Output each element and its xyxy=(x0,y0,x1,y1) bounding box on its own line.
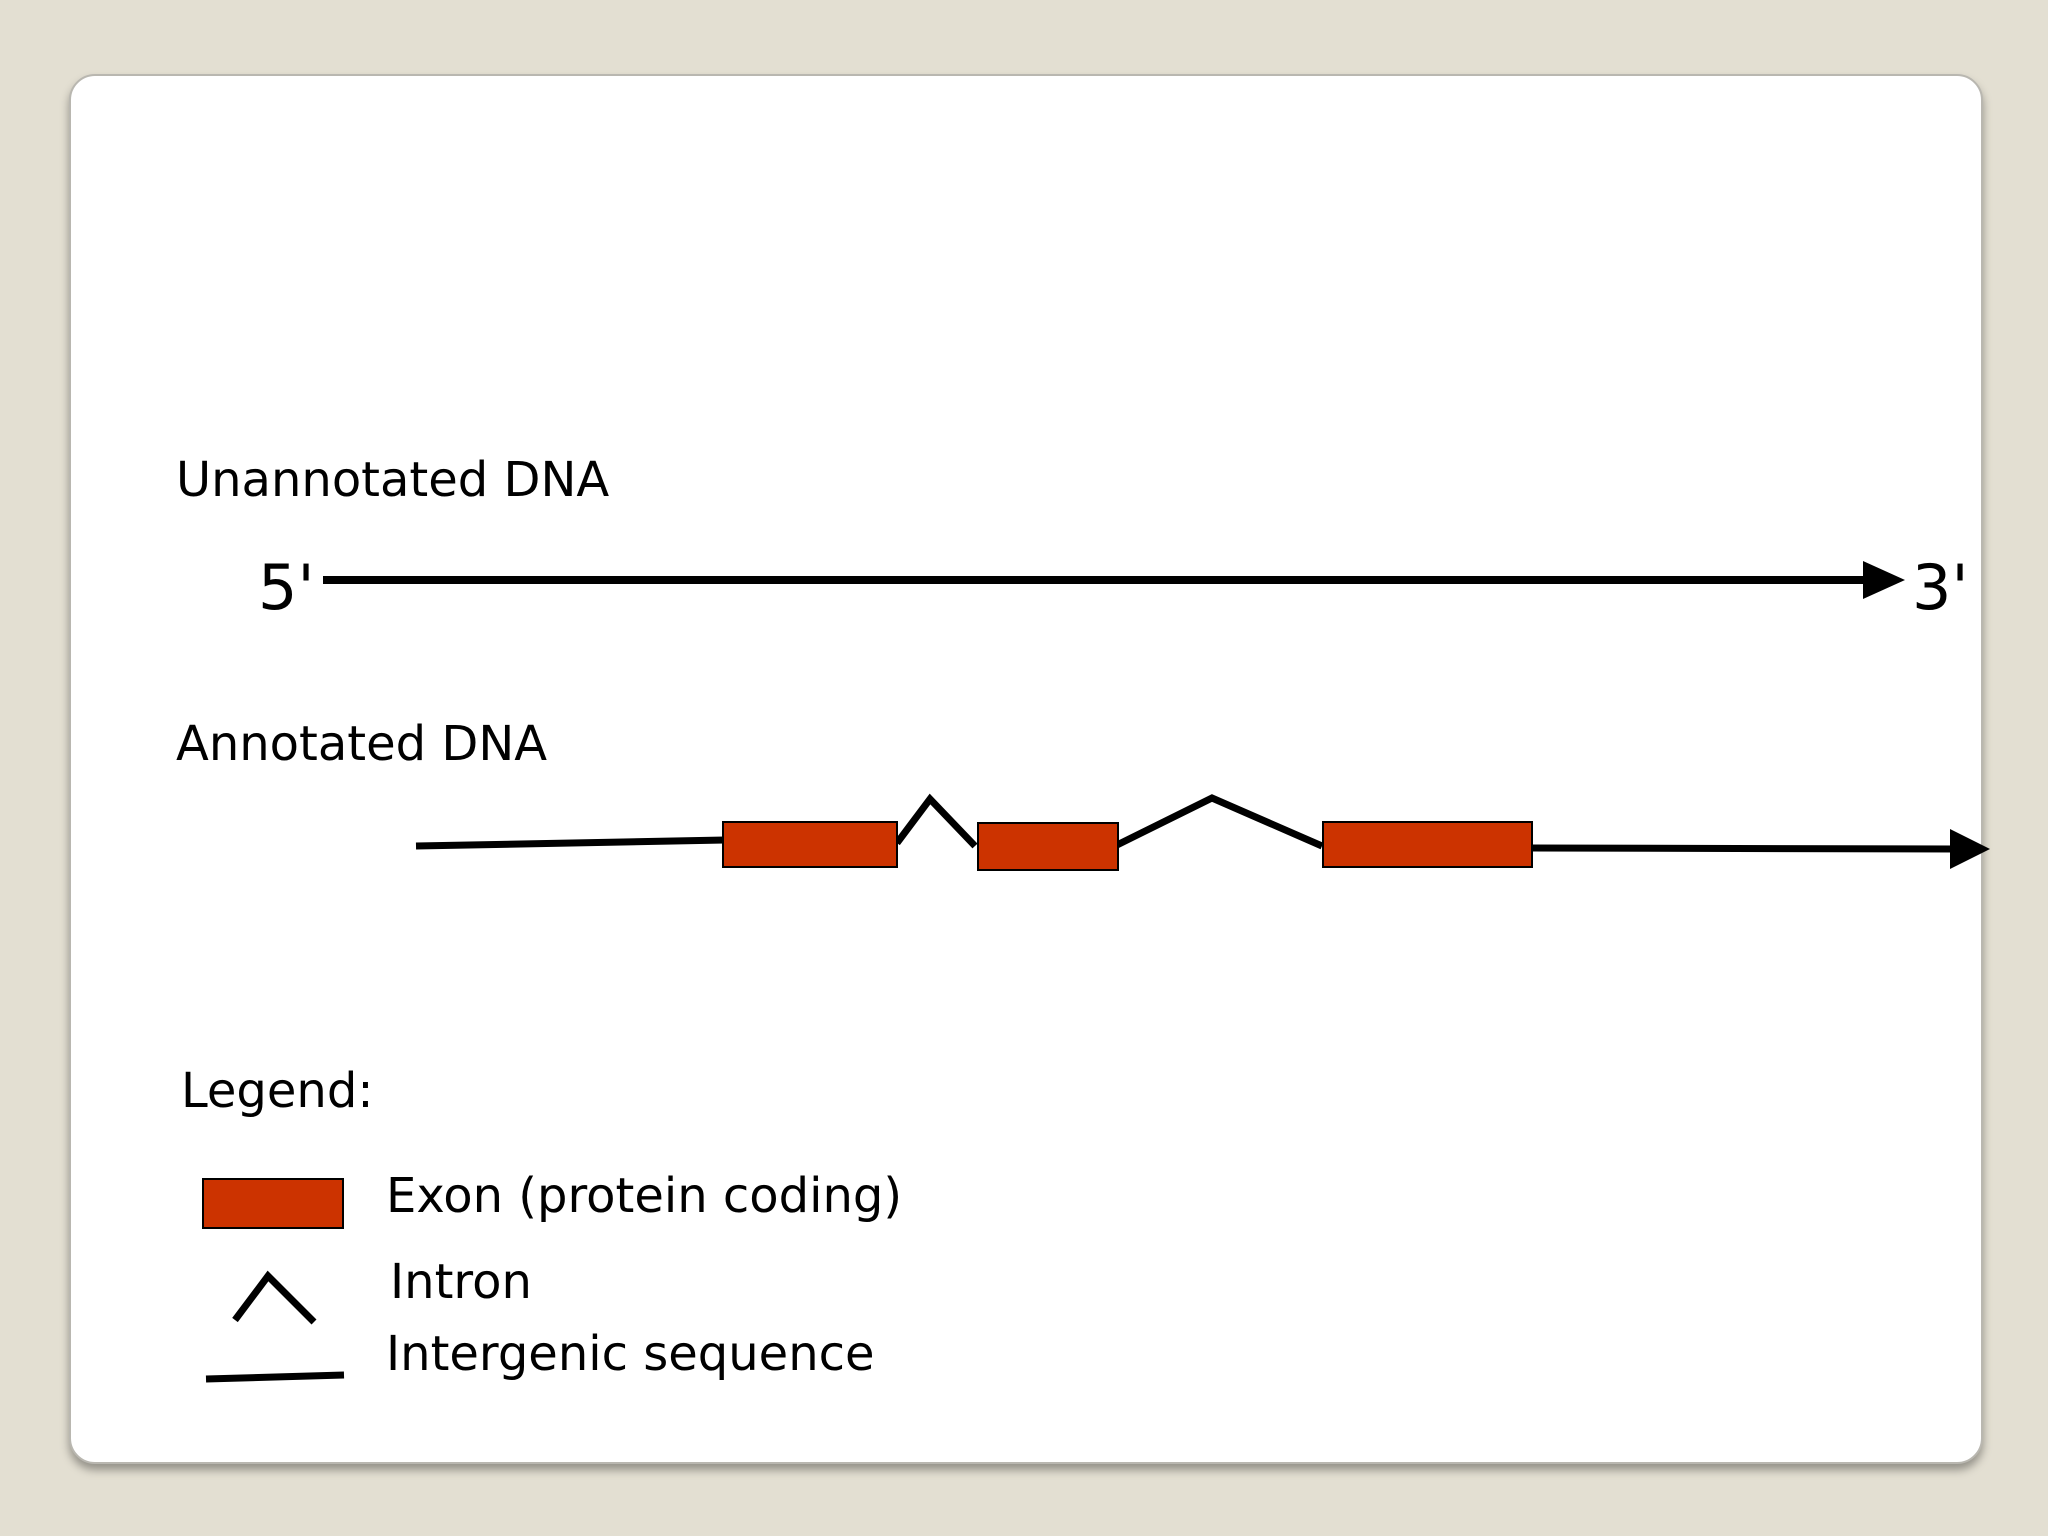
annotated-intron-1 xyxy=(894,793,978,849)
legend-item-intron: Intron xyxy=(390,1254,532,1310)
annotated-exon-2 xyxy=(977,822,1119,871)
legend-item-intergenic: Intergenic sequence xyxy=(386,1326,875,1382)
three-prime-label: 3' xyxy=(1912,551,1969,624)
annotated-intergenic-upstream xyxy=(415,836,726,850)
annotated-dna-title: Annotated DNA xyxy=(176,716,548,772)
unannotated-dna-title: Unannotated DNA xyxy=(176,452,610,508)
annotated-intergenic-downstream xyxy=(1530,844,1957,853)
annotated-exon-3 xyxy=(1322,821,1533,868)
annotated-exon-1 xyxy=(722,821,898,868)
intergenic-line-icon xyxy=(205,1371,345,1383)
intron-caret-icon xyxy=(232,1270,317,1325)
legend-item-exon: Exon (protein coding) xyxy=(386,1168,903,1224)
legend-title: Legend: xyxy=(181,1063,374,1119)
annotated-arrowhead-icon xyxy=(1950,829,1990,869)
exon-box-icon xyxy=(202,1178,344,1229)
annotated-intron-2 xyxy=(1115,794,1324,850)
unannotated-arrowhead-icon xyxy=(1863,561,1905,599)
slide-panel xyxy=(69,74,1983,1464)
five-prime-label: 5' xyxy=(258,551,315,624)
